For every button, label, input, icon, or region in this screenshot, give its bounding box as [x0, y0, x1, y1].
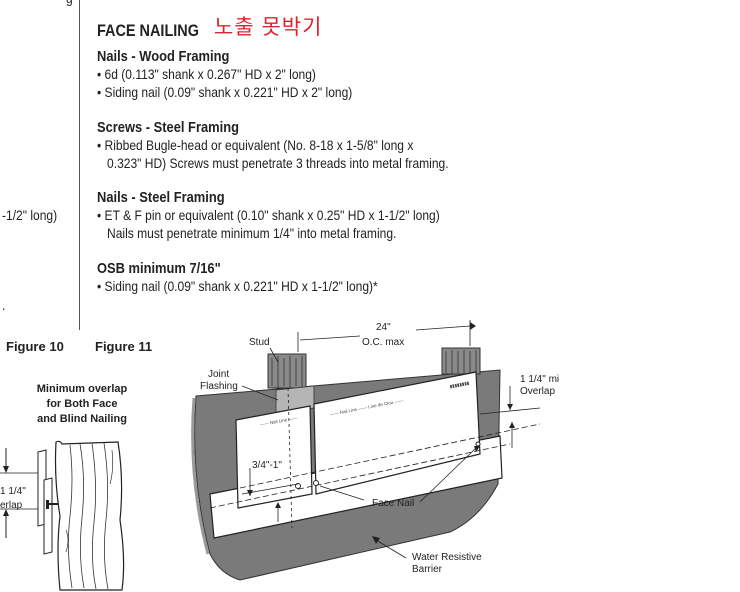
column-divider — [79, 0, 80, 330]
section-line: • 6d (0.113" shank x 0.267" HD x 2" long… — [97, 66, 316, 82]
section-title-nails-steel: Nails - Steel Framing — [97, 189, 225, 206]
section-line: 0.323" HD) Screws must penetrate 3 threa… — [97, 155, 449, 171]
figure-10-drawing — [0, 440, 125, 591]
flashing-label: Flashing — [200, 381, 238, 392]
section-title-nails-wood: Nails - Wood Framing — [97, 48, 230, 65]
korean-annotation: 노출 못박기 — [214, 16, 323, 39]
section-line: • Siding nail (0.09" shank x 0.221" HD x… — [97, 84, 353, 100]
section-line: • ET & F pin or equivalent (0.10" shank … — [97, 207, 440, 223]
figure-11-drawing: —— Nail Line —— —— Nail Line —— Line de … — [191, 320, 541, 581]
figure-11-label: Figure 11 — [95, 339, 153, 354]
stud-right — [441, 347, 481, 375]
stud-left — [267, 353, 307, 389]
barrier-label-1: Water Resistive — [412, 552, 482, 563]
left-column-period: . — [2, 297, 6, 313]
offset-label: 3/4"-1" — [252, 460, 282, 471]
section-title-osb: OSB minimum 7/16" — [97, 260, 221, 277]
section-line: • Ribbed Bugle-head or equivalent (No. 8… — [97, 137, 414, 153]
spacing-value: 24" — [376, 322, 391, 333]
section-line: Nails must penetrate minimum 1/4" into m… — [97, 225, 397, 241]
top-fragment: g — [66, 0, 73, 7]
section-line: • Siding nail (0.09" shank x 0.221" HD x… — [97, 278, 378, 294]
joint-label: Joint — [208, 369, 230, 380]
plank-print: —— Nail Line —— — [259, 415, 298, 427]
figure-10-dim-label: erlap — [0, 500, 23, 511]
caption-line: and Blind Nailing — [37, 413, 127, 425]
stud-label: Stud — [249, 337, 270, 348]
overlap-label: Overlap — [520, 386, 556, 397]
left-column-fragment: -1/2" long) — [2, 207, 58, 223]
barrier-label-2: Barrier — [412, 564, 443, 575]
figure-10-label: Figure 10 — [6, 339, 64, 354]
figure-10-dim-value: 1 1/4" — [0, 486, 26, 497]
overlap-value: 1 1/4" mi — [520, 374, 560, 385]
spacing-label: O.C. max — [362, 337, 405, 348]
section-title-screws-steel: Screws - Steel Framing — [97, 119, 239, 136]
caption-line: for Both Face — [46, 398, 118, 410]
figure-10-caption: Minimum overlap for Both Face and Blind … — [12, 382, 152, 427]
page-heading: FACE NAILING — [97, 21, 199, 40]
caption-line: Minimum overlap — [36, 383, 128, 395]
face-nail-label: Face Nail — [372, 498, 415, 509]
plank-print: ▮▮▮▮▮▮▮▮ — [449, 380, 470, 389]
